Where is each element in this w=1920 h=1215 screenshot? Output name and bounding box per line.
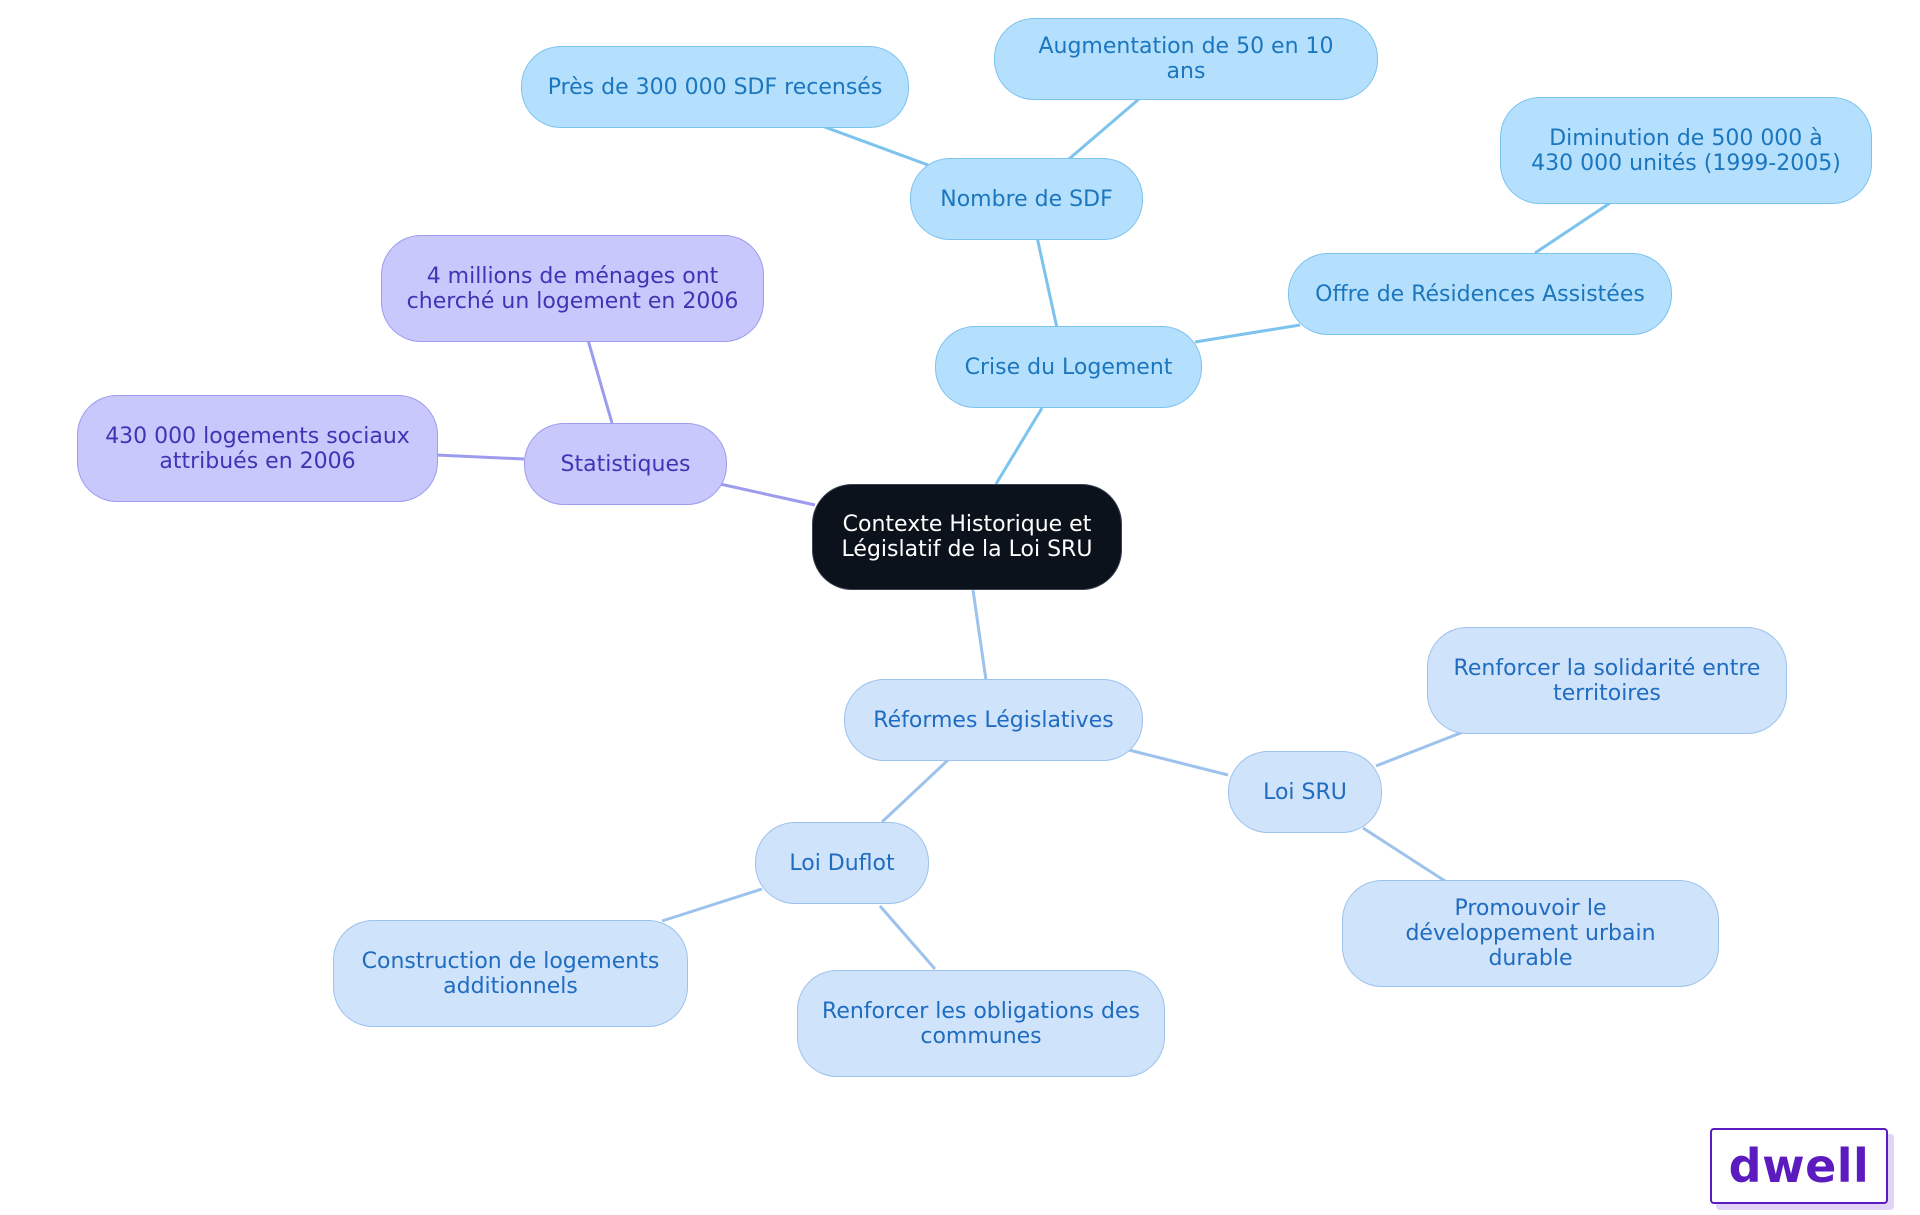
node-statistiques[interactable]: Statistiques <box>524 423 727 505</box>
node-reformes-legislatives-label: Réformes Législatives <box>873 707 1114 733</box>
node-diminution[interactable]: Diminution de 500 000 à 430 000 unités (… <box>1500 97 1872 204</box>
node-menages[interactable]: 4 millions de ménages ont cherché un log… <box>381 235 764 342</box>
node-augmentation[interactable]: Augmentation de 50 en 10 ans <box>994 18 1378 100</box>
dwell-logo: dwell <box>1710 1128 1888 1204</box>
node-loi-duflot-label: Loi Duflot <box>789 850 895 876</box>
edge-root-reformes <box>971 589 988 681</box>
node-loi-sru-label: Loi SRU <box>1263 779 1347 805</box>
node-developpement-durable-label: Promouvoir le développement urbain durab… <box>1405 896 1656 971</box>
node-construction[interactable]: Construction de logements additionnels <box>333 920 688 1027</box>
edge-residences-diminution <box>1534 201 1611 255</box>
edge-duflot-obligations <box>878 905 937 970</box>
node-developpement-durable[interactable]: Promouvoir le développement urbain durab… <box>1342 880 1719 987</box>
node-logements-sociaux[interactable]: 430 000 logements sociaux attribués en 2… <box>77 395 438 502</box>
root-node[interactable]: Contexte Historique et Législatif de la … <box>812 484 1122 590</box>
edge-duflot-construction <box>661 887 763 923</box>
node-crise-du-logement[interactable]: Crise du Logement <box>935 326 1202 408</box>
edge-sru-developpement <box>1362 826 1446 883</box>
node-sdf-recenses[interactable]: Près de 300 000 SDF recensés <box>521 46 909 128</box>
node-augmentation-label: Augmentation de 50 en 10 ans <box>1038 34 1334 84</box>
node-offre-residences[interactable]: Offre de Résidences Assistées <box>1288 253 1672 335</box>
node-diminution-label: Diminution de 500 000 à 430 000 unités (… <box>1531 125 1841 176</box>
edge-root-crise <box>994 407 1044 485</box>
node-logements-sociaux-label: 430 000 logements sociaux attribués en 2… <box>105 423 410 474</box>
node-statistiques-label: Statistiques <box>560 451 691 477</box>
node-crise-du-logement-label: Crise du Logement <box>964 354 1173 380</box>
node-obligations-label: Renforcer les obligations des communes <box>822 998 1140 1049</box>
edge-reformes-duflot <box>880 758 950 824</box>
dwell-logo-text: dwell <box>1728 1139 1870 1193</box>
node-construction-label: Construction de logements additionnels <box>361 948 660 999</box>
root-node-label: Contexte Historique et Législatif de la … <box>841 512 1093 562</box>
edge-sdf-augmentation <box>1068 97 1140 161</box>
node-solidarite-label: Renforcer la solidarité entre territoire… <box>1453 655 1761 706</box>
edge-stats-menages <box>586 339 614 424</box>
node-nombre-de-sdf[interactable]: Nombre de SDF <box>910 158 1143 240</box>
node-obligations[interactable]: Renforcer les obligations des communes <box>797 970 1165 1077</box>
node-loi-sru[interactable]: Loi SRU <box>1228 751 1382 833</box>
node-nombre-de-sdf-label: Nombre de SDF <box>940 186 1113 212</box>
edge-root-statistiques <box>719 482 816 507</box>
node-reformes-legislatives[interactable]: Réformes Législatives <box>844 679 1143 761</box>
edge-crise-nombre-sdf <box>1035 236 1059 329</box>
edge-crise-residences <box>1194 323 1301 344</box>
edge-reformes-sru <box>1128 748 1229 777</box>
node-offre-residences-label: Offre de Résidences Assistées <box>1315 281 1645 307</box>
edge-sdf-300000 <box>821 124 929 167</box>
node-solidarite[interactable]: Renforcer la solidarité entre territoire… <box>1427 627 1787 734</box>
edge-stats-logements <box>435 453 525 461</box>
node-loi-duflot[interactable]: Loi Duflot <box>755 822 929 904</box>
node-sdf-recenses-label: Près de 300 000 SDF recensés <box>547 74 883 100</box>
edge-sru-solidarite <box>1375 730 1464 768</box>
node-menages-label: 4 millions de ménages ont cherché un log… <box>406 263 739 314</box>
